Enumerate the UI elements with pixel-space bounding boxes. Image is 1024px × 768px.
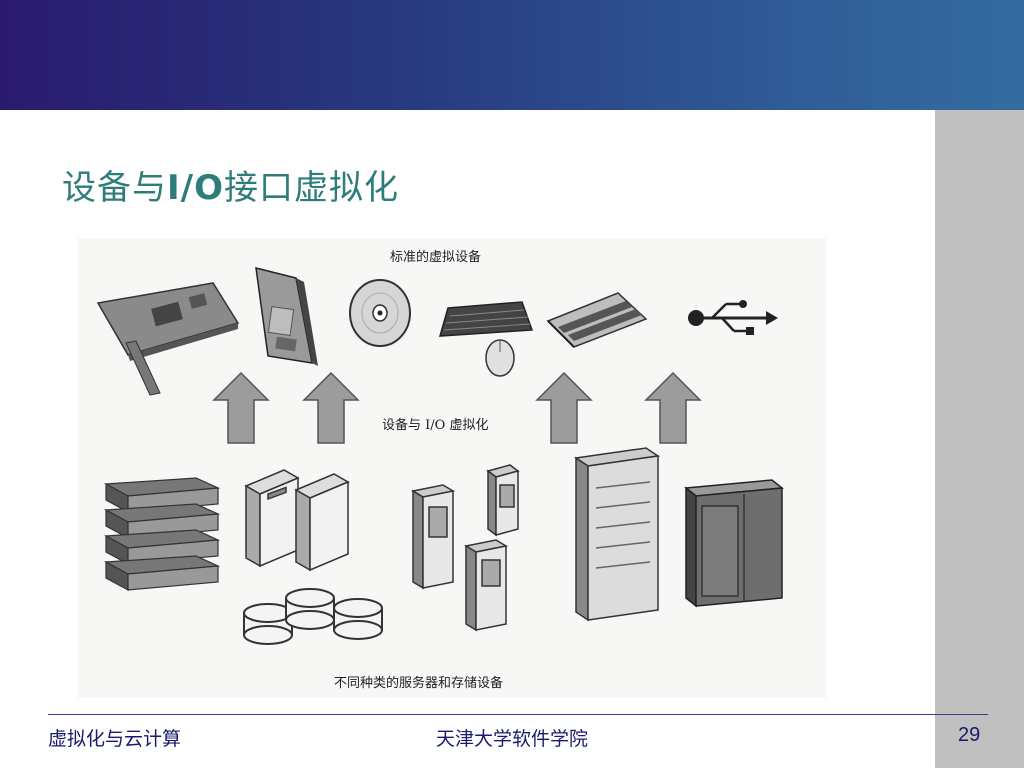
- floppy-disk-icon: [255, 267, 318, 366]
- usb-icon: [688, 300, 778, 335]
- keyboard-mouse-icon: [438, 301, 534, 377]
- page-number: 29: [958, 724, 981, 746]
- footer-course-title: 虚拟化与云计算: [48, 728, 182, 750]
- footer-divider: [48, 714, 988, 715]
- figure-drawing: [96, 267, 784, 645]
- cabinet-server-icon: [684, 479, 784, 608]
- header-band: [0, 0, 1024, 110]
- cabinet-server-icon: [573, 447, 661, 622]
- storage-disk-icon: [243, 588, 383, 645]
- tower-server-icon: [410, 464, 520, 632]
- rack-server-icon: [103, 477, 221, 592]
- side-band: [935, 110, 1024, 768]
- figure-caption-middle: 设备与 I/O 虚拟化: [382, 418, 489, 433]
- tower-server-icon: [244, 469, 350, 572]
- figure-caption-bottom: 不同种类的服务器和存储设备: [334, 676, 504, 691]
- device-virtualization-figure: 标准的虚拟设备 设备与 I/O 虚拟化 不同种类的服务器和存储设备: [78, 238, 826, 698]
- cd-disc-icon: [349, 279, 411, 347]
- network-card-icon: [96, 282, 240, 396]
- up-arrow-icon: [212, 371, 702, 444]
- footer-institution: 天津大学软件学院: [436, 728, 589, 750]
- slide-title: 设备与I/O接口虚拟化: [62, 168, 399, 208]
- memory-module-icon: [546, 292, 648, 348]
- figure-caption-top: 标准的虚拟设备: [390, 250, 482, 265]
